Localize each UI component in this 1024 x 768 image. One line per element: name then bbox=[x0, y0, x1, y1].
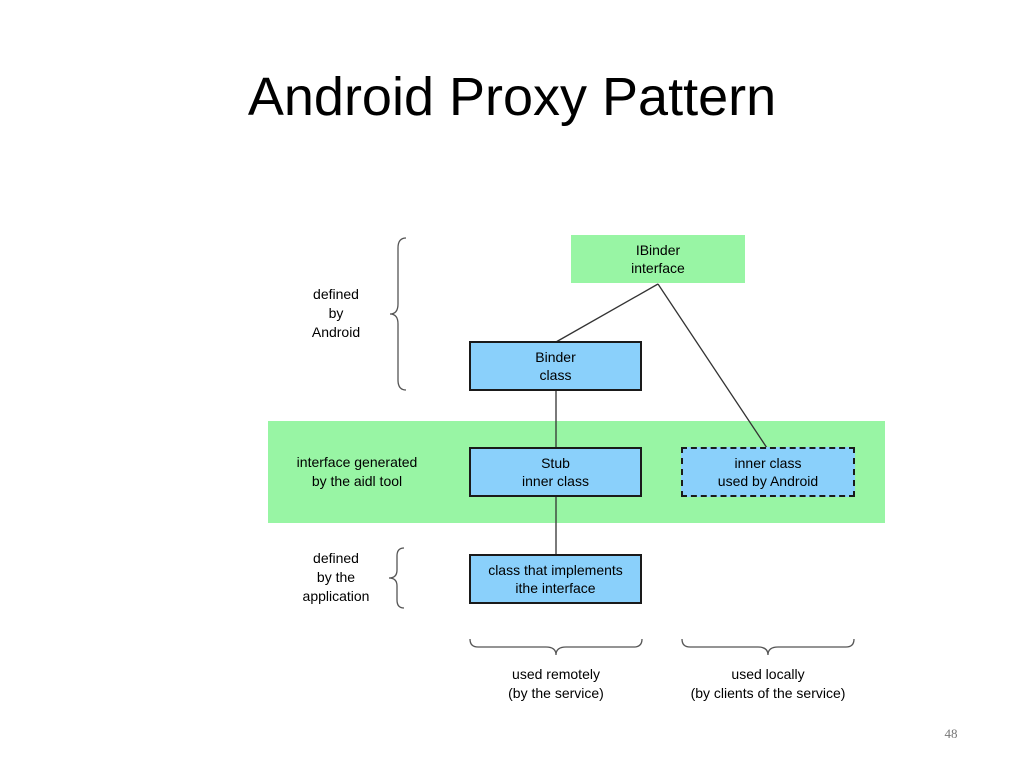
label-used-remotely: used remotely (by the service) bbox=[466, 665, 646, 703]
label-application-line3: application bbox=[302, 588, 370, 604]
label-defined-by-android: defined by Android bbox=[286, 285, 386, 342]
label-android-line2: by bbox=[328, 305, 344, 321]
binder-line2: class bbox=[539, 367, 572, 383]
label-local-line2: (by clients of the service) bbox=[690, 685, 846, 701]
stub-line1: Stub bbox=[541, 455, 570, 471]
page-number: 48 bbox=[944, 726, 958, 741]
inner-class-line1: inner class bbox=[734, 455, 802, 471]
stub-line2: inner class bbox=[522, 473, 589, 489]
label-remote-line1: used remotely bbox=[512, 666, 600, 682]
brace-android bbox=[389, 237, 407, 391]
implementation-class-box: class that implements ithe interface bbox=[469, 554, 642, 604]
ibinder-line2: interface bbox=[631, 260, 685, 276]
edge-ibinder-binder bbox=[555, 283, 659, 343]
impl-line2: ithe interface bbox=[515, 580, 596, 596]
ibinder-interface-box: IBinder interface bbox=[571, 235, 745, 283]
label-application-line2: by the bbox=[316, 569, 356, 585]
stub-inner-class-box: Stub inner class bbox=[469, 447, 642, 497]
impl-line1: class that implements bbox=[488, 562, 623, 578]
brace-used-remotely bbox=[469, 638, 643, 656]
binder-line1: Binder bbox=[535, 349, 576, 365]
label-used-locally: used locally (by clients of the service) bbox=[663, 665, 873, 703]
label-aidl-line2: by the aidl tool bbox=[311, 473, 403, 489]
label-remote-line2: (by the service) bbox=[508, 685, 604, 701]
label-local-line1: used locally bbox=[731, 666, 805, 682]
label-application-line1: defined bbox=[313, 550, 359, 566]
brace-used-locally bbox=[681, 638, 855, 656]
label-interface-generated: interface generated by the aidl tool bbox=[272, 453, 442, 491]
inner-class-android-box: inner class used by Android bbox=[681, 447, 855, 497]
ibinder-line1: IBinder bbox=[635, 242, 681, 258]
label-android-line1: defined bbox=[313, 286, 359, 302]
inner-class-line2: used by Android bbox=[717, 473, 819, 489]
binder-class-box: Binder class bbox=[469, 341, 642, 391]
label-aidl-line1: interface generated bbox=[296, 454, 418, 470]
brace-application bbox=[388, 547, 405, 609]
label-android-line3: Android bbox=[311, 324, 361, 340]
label-defined-by-application: defined by the application bbox=[281, 549, 391, 606]
slide-title: Android Proxy Pattern bbox=[247, 67, 777, 127]
